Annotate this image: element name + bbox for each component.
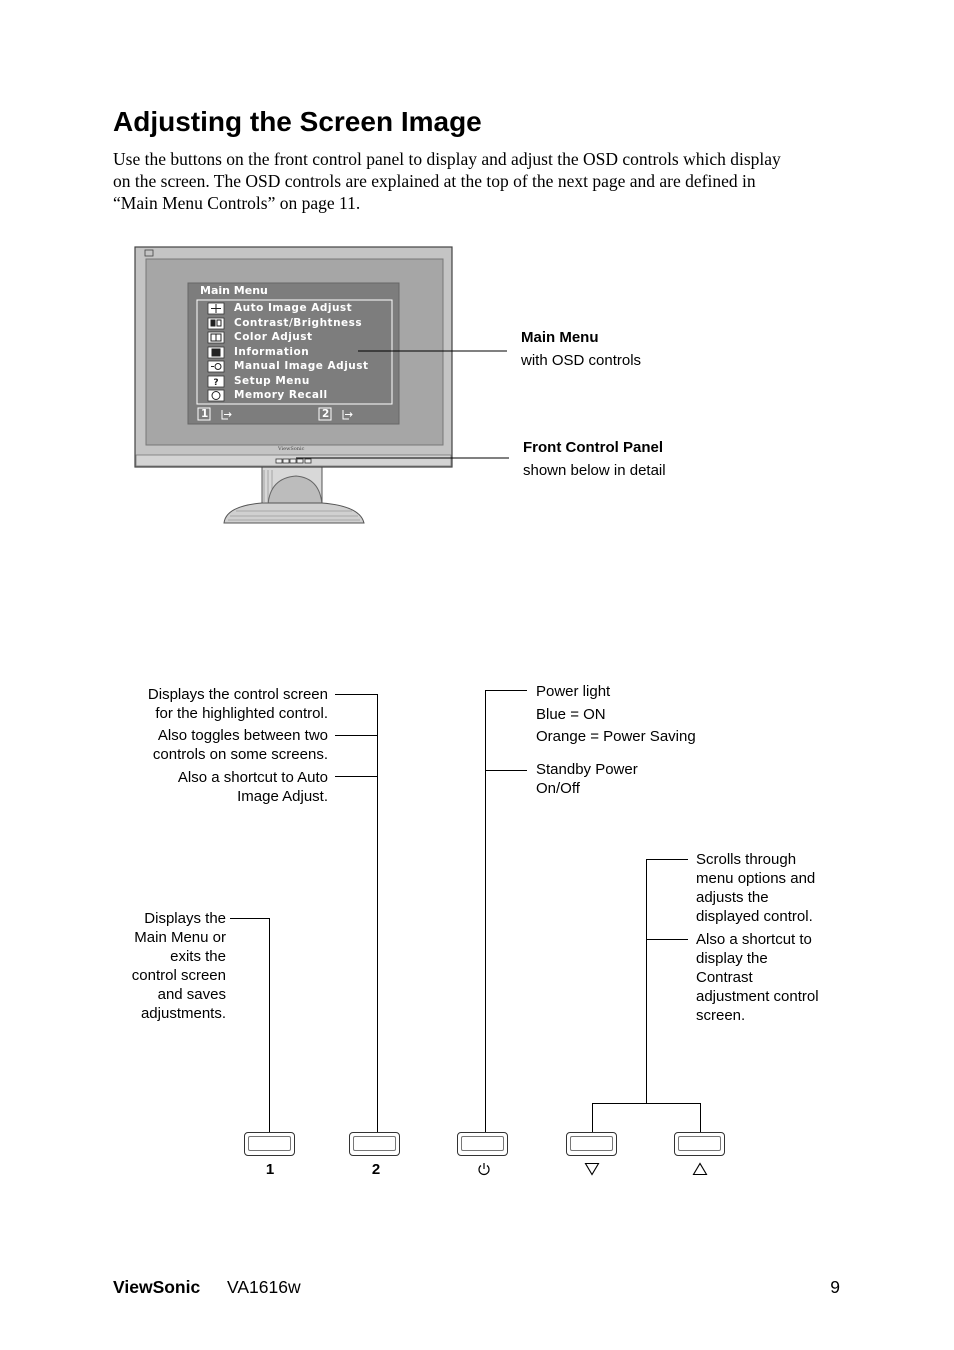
leader-line [485, 770, 527, 771]
osd-item: Information [234, 346, 310, 358]
footer-model: VA1616w [227, 1277, 301, 1297]
button1-desc: Displays the Main Menu or exits the cont… [131, 910, 226, 1022]
power-light-desc: Power light Blue = ON Orange = Power Sav… [536, 683, 696, 745]
page-number: 9 [830, 1277, 840, 1297]
button2-desc-2: Also toggles between two controls on som… [152, 727, 328, 763]
leader-line [646, 859, 647, 1103]
leader-line [646, 939, 688, 940]
leader-line [592, 1103, 593, 1132]
up-button[interactable] [674, 1132, 725, 1156]
osd-title: Main Menu [200, 284, 268, 297]
leader-line [230, 918, 269, 919]
callout-main-menu-title: Main Menu [521, 329, 599, 346]
leader-line [485, 690, 486, 1132]
down-button[interactable] [566, 1132, 617, 1156]
callout-main-menu-sub: with OSD controls [521, 352, 642, 369]
button-2[interactable] [349, 1132, 400, 1156]
leader-line [646, 859, 688, 860]
arrows-shortcut-desc: Also a shortcut to display the Contrast … [696, 931, 819, 1024]
osd-footer-key-2: 2 [322, 408, 330, 420]
down-triangle-icon [584, 1162, 600, 1176]
osd-item: Memory Recall [234, 389, 328, 401]
monitor-drawing: ? [134, 246, 509, 524]
callout-front-panel-sub: shown below in detail [523, 462, 666, 479]
leader-line [485, 690, 527, 691]
button2-desc-3: Also a shortcut to Auto Image Adjust. [177, 769, 328, 805]
button2-desc-1: Displays the control screen for the high… [147, 686, 328, 722]
page-title: Adjusting the Screen Image [113, 106, 482, 137]
callout-front-panel-title: Front Control Panel [523, 439, 663, 456]
intro-line: on the screen. The OSD controls are expl… [113, 171, 756, 191]
leader-line [335, 735, 377, 736]
leader-line [269, 918, 270, 1132]
leader-line [592, 1103, 701, 1104]
leader-line [335, 694, 377, 695]
osd-item: Manual Image Adjust [234, 360, 369, 372]
osd-item: Color Adjust [234, 331, 313, 343]
footer-brand: ViewSonic [113, 1277, 201, 1297]
up-triangle-icon [692, 1162, 708, 1176]
leader-line [700, 1103, 701, 1132]
leader-line [377, 694, 378, 1132]
leader-line [335, 776, 377, 777]
osd-item: Setup Menu [234, 375, 310, 387]
button-2-label: 2 [371, 1161, 381, 1178]
standby-power-desc: Standby Power On/Off [536, 761, 638, 797]
monitor-illustration: ? Main Menu Auto Image Adjust Contrast/B… [0, 0, 954, 540]
osd-item: Auto Image Adjust [234, 302, 353, 314]
monitor-brand-mark: ViewSonic [278, 446, 305, 452]
osd-footer-key-1: 1 [201, 408, 209, 420]
intro-line: Use the buttons on the front control pan… [113, 149, 781, 169]
osd-item: Contrast/Brightness [234, 317, 363, 329]
svg-text:?: ? [213, 378, 218, 388]
button-1[interactable] [244, 1132, 295, 1156]
power-icon [478, 1163, 490, 1176]
power-button[interactable] [457, 1132, 508, 1156]
button-1-label: 1 [265, 1161, 275, 1178]
intro-paragraph: Use the buttons on the front control pan… [113, 148, 843, 214]
intro-line: “Main Menu Controls” on page 11. [113, 193, 361, 213]
arrows-scroll-desc: Scrolls through menu options and adjusts… [696, 851, 816, 925]
